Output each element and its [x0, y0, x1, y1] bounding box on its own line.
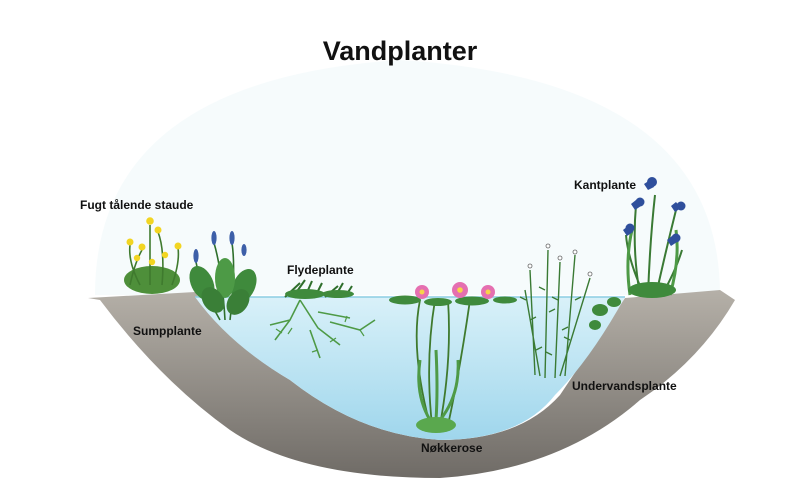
soil-bank — [88, 290, 735, 478]
label-noekkerose: Nøkkerose — [421, 441, 483, 455]
floating-plant — [269, 279, 376, 359]
water-lily — [389, 282, 517, 433]
sky-wash — [95, 60, 720, 295]
label-kantplante: Kantplante — [574, 178, 637, 192]
label-undervandsplante: Undervandsplante — [572, 379, 677, 393]
iris-plant — [623, 177, 686, 298]
label-sumpplante: Sumpplante — [133, 324, 202, 338]
water — [195, 297, 625, 440]
label-fugt-taalende-staude: Fugt tålende staude — [80, 198, 194, 212]
label-flydeplante: Flydeplante — [287, 263, 354, 277]
diagram-title: Vandplanter — [322, 36, 478, 66]
marsh-plant — [124, 217, 182, 294]
underwater-plant — [519, 243, 621, 379]
swamp-plant — [189, 231, 257, 321]
